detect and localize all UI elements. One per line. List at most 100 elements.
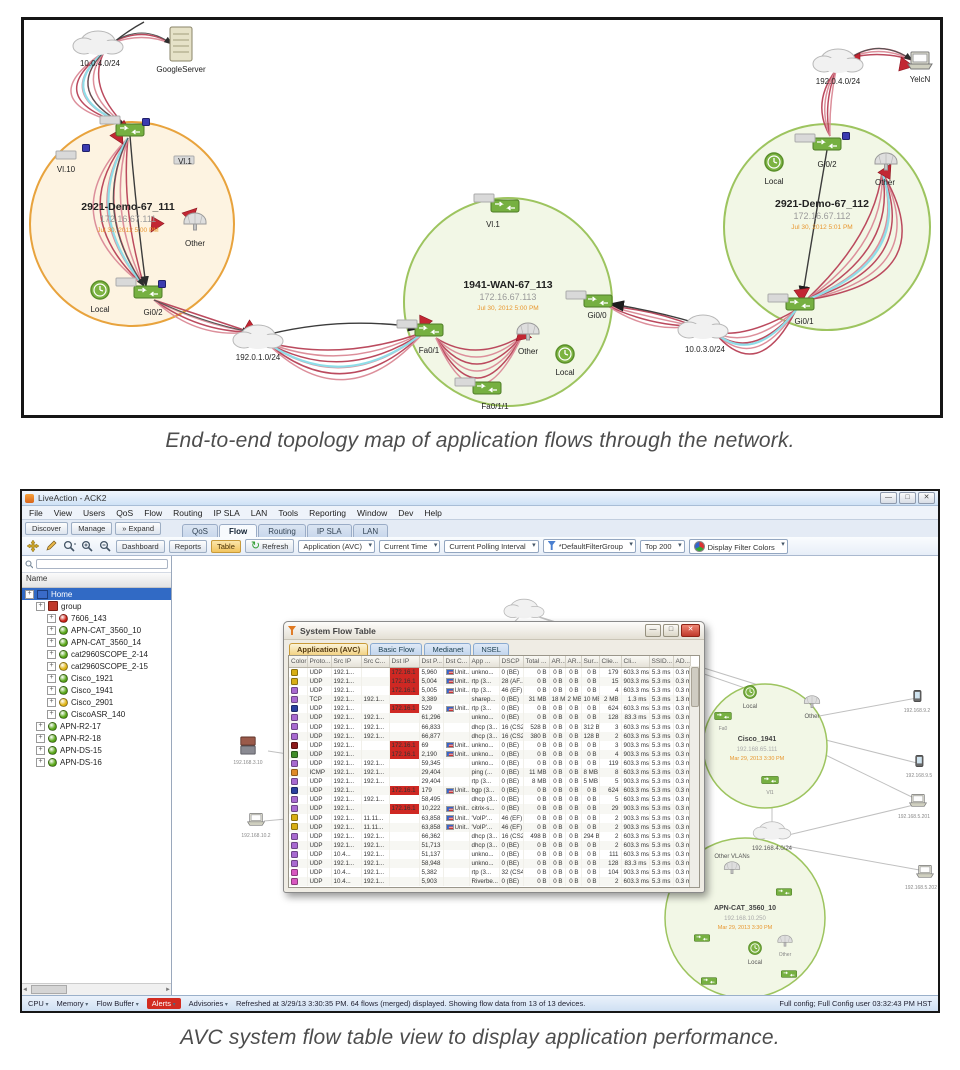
column-src-c[interactable]: Src C...: [361, 656, 390, 668]
tree-item-apn-cat-3560-14[interactable]: APN-CAT_3560_14: [22, 636, 171, 648]
expander-icon[interactable]: [36, 721, 45, 731]
expander-icon[interactable]: [47, 673, 56, 683]
tree-item-apn-r2-18[interactable]: APN-R2-18: [22, 732, 171, 744]
reports-button[interactable]: Reports: [168, 539, 207, 553]
tab-qos[interactable]: QoS: [182, 524, 219, 537]
column-dst-ip[interactable]: Dst IP: [389, 656, 420, 668]
top-200-select[interactable]: Top 200: [639, 539, 685, 553]
tree-item-7606-143[interactable]: 7606_143: [22, 612, 171, 624]
cloud-icon[interactable]: [503, 598, 545, 619]
zoom-select-icon[interactable]: [62, 539, 76, 553]
scrollbar-thumb[interactable]: [691, 667, 699, 707]
menu-file[interactable]: File: [29, 507, 43, 518]
flow-row[interactable]: UDP192.1...172.16.110,222Unit...citrix-s…: [289, 804, 691, 814]
tree-item-apn-ds-15[interactable]: APN-DS-15: [22, 744, 171, 756]
expander-icon[interactable]: [47, 613, 56, 623]
expander-icon[interactable]: [47, 697, 56, 707]
expander-icon[interactable]: [36, 733, 45, 743]
expander-icon[interactable]: [47, 637, 56, 647]
tree-horizontal-scrollbar[interactable]: ◄►: [22, 983, 171, 995]
column-total[interactable]: Total ...: [523, 656, 550, 668]
tree-item-apn-r2-17[interactable]: APN-R2-17: [22, 720, 171, 732]
dialog-close-button[interactable]: ✕: [681, 624, 700, 637]
expander-icon[interactable]: [47, 661, 56, 671]
expander-icon[interactable]: [25, 589, 34, 599]
column-color[interactable]: Color: [289, 656, 308, 668]
column-dscp[interactable]: DSCP: [499, 656, 524, 668]
switch-icon[interactable]: [761, 776, 779, 784]
menu-view[interactable]: View: [53, 507, 72, 518]
expander-icon[interactable]: [47, 625, 56, 635]
tree-item-group[interactable]: group: [22, 600, 171, 612]
expander-icon[interactable]: [47, 685, 56, 695]
switch-icon[interactable]: [693, 934, 711, 942]
menu-routing[interactable]: Routing: [173, 507, 203, 518]
menu-help[interactable]: Help: [424, 507, 442, 518]
close-button[interactable]: ✕: [918, 492, 935, 504]
display-filter-colors-select[interactable]: Display Filter Colors: [688, 538, 788, 554]
menu-qos[interactable]: QoS: [116, 507, 134, 518]
server-stack-icon[interactable]: [240, 736, 256, 755]
flow-tab-medianet[interactable]: Medianet: [424, 643, 472, 655]
tree-item-cisco-2901[interactable]: Cisco_2901: [22, 696, 171, 708]
zoom-out-icon[interactable]: [98, 539, 112, 553]
expander-icon[interactable]: [47, 709, 56, 719]
tab-ip-sla[interactable]: IP SLA: [306, 524, 352, 537]
minimize-button[interactable]: —: [880, 492, 897, 504]
clock-icon[interactable]: [748, 941, 762, 955]
column-dst-c[interactable]: Dst C...: [443, 656, 470, 668]
flow-tab-application-avc[interactable]: Application (AVC): [289, 643, 369, 655]
dashboard-button[interactable]: Dashboard: [116, 539, 165, 553]
status-flow-buffer[interactable]: Flow Buffer: [96, 999, 138, 1008]
flow-table-scrollbar[interactable]: [689, 666, 699, 887]
column-ssid[interactable]: SSID...: [649, 656, 674, 668]
tab-flow[interactable]: Flow: [219, 524, 258, 537]
column-proto[interactable]: Proto...: [307, 656, 332, 668]
current-time-select[interactable]: Current Time: [379, 539, 441, 553]
menu-tools[interactable]: Tools: [278, 507, 299, 518]
cloud-icon[interactable]: [752, 821, 792, 841]
laptop-icon[interactable]: [247, 813, 265, 826]
dialog-minimize-button[interactable]: —: [645, 624, 661, 637]
phone-icon[interactable]: [915, 755, 924, 767]
menu-reporting[interactable]: Reporting: [309, 507, 347, 518]
discover-button[interactable]: Discover: [25, 522, 69, 535]
status-alerts[interactable]: Alerts: [146, 998, 181, 1009]
flow-row[interactable]: UDP192.1...11.11...63,858Unit...'VoIP'..…: [289, 822, 691, 832]
column-src-ip[interactable]: Src IP: [331, 656, 362, 668]
maximize-button[interactable]: □: [899, 492, 916, 504]
dialog-maximize-button[interactable]: □: [663, 624, 679, 637]
switch-icon[interactable]: [775, 888, 793, 896]
manage-button[interactable]: Manage: [71, 522, 113, 535]
tree-item-cat2960scope-2-15[interactable]: cat2960SCOPE_2-15: [22, 660, 171, 672]
switch-icon[interactable]: [700, 977, 718, 985]
column-cli[interactable]: Cli...: [621, 656, 650, 668]
defaultfiltergroup-select[interactable]: *DefaultFilterGroup: [542, 539, 636, 553]
tree-item-cisco-1921[interactable]: Cisco_1921: [22, 672, 171, 684]
flow-row[interactable]: UDP192.1...11.11...63,858Unit...'VoIP'..…: [289, 813, 691, 823]
status-advisories[interactable]: Advisories: [189, 999, 228, 1008]
edit-pencil-icon[interactable]: [44, 539, 58, 553]
column-ar[interactable]: AR...: [565, 656, 582, 668]
column-ar[interactable]: AR...: [549, 656, 566, 668]
flow-tab-nsel[interactable]: NSEL: [473, 643, 509, 655]
column-sur[interactable]: Sur...: [581, 656, 600, 668]
flow-row[interactable]: UDP192.1...172.16.12,190Unit...unkno...0…: [289, 749, 691, 759]
pan-icon[interactable]: [26, 539, 40, 553]
switch-icon[interactable]: [714, 712, 732, 720]
current-polling-interval-select[interactable]: Current Polling Interval: [444, 539, 539, 553]
phone-icon[interactable]: [913, 690, 922, 702]
tab-routing[interactable]: Routing: [258, 524, 306, 537]
column-dst-p[interactable]: Dst P...: [419, 656, 444, 668]
